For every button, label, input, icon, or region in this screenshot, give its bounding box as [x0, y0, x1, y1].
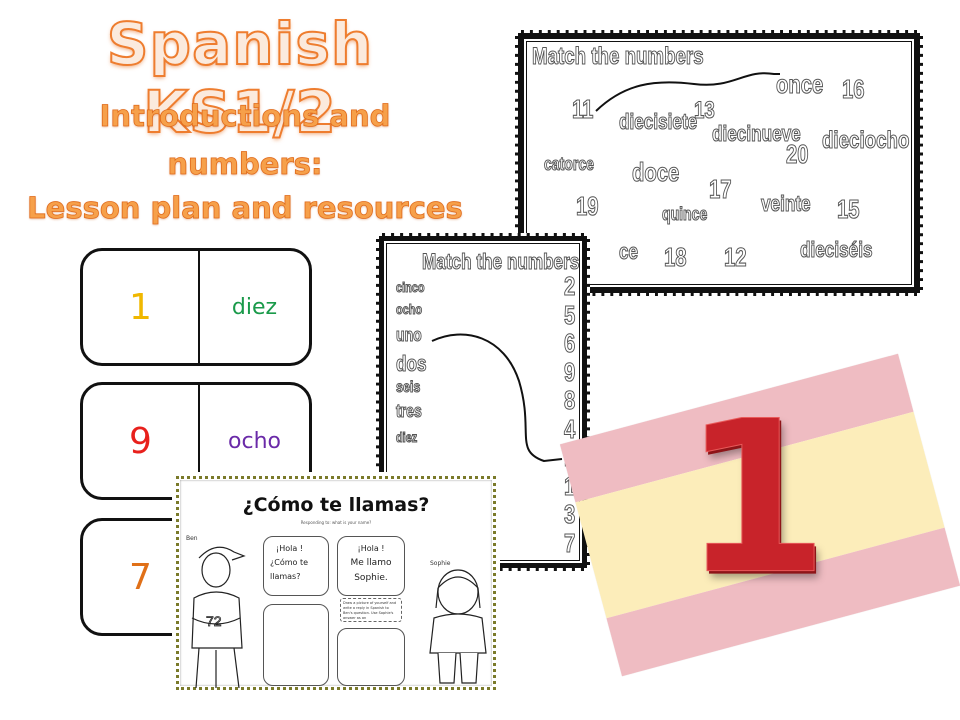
bubble-line: ¡Hola ! — [276, 544, 303, 553]
number-item: 9 — [564, 356, 576, 387]
como-te-llamas-worksheet: ¿Cómo te llamas? Responding to: what is … — [172, 472, 500, 694]
worksheet-title: ¿Cómo te llamas? — [242, 494, 430, 516]
number-item: 8 — [564, 384, 576, 415]
instruction-box: Draw a picture of yourself and write a r… — [340, 598, 402, 622]
match-item: diecisiete — [619, 108, 698, 134]
number-item: 3 — [564, 498, 576, 529]
number-item: 6 — [564, 327, 576, 358]
domino-divider — [198, 251, 200, 363]
number-item: 2 — [564, 270, 576, 301]
match-line — [595, 72, 780, 112]
bubble-line: ¡Hola ! — [357, 544, 385, 553]
domino-number: 7 — [129, 556, 152, 598]
match-item: ce — [619, 238, 639, 264]
number-item: 4 — [564, 413, 576, 444]
number-item: 7 — [564, 527, 576, 558]
zigzag-border — [515, 30, 923, 296]
speech-bubble-answer: ¡Hola ! Me llamo Sophie. — [337, 536, 405, 596]
match-item: 20 — [786, 138, 809, 169]
reply-box — [337, 628, 405, 686]
match-line — [431, 333, 563, 463]
speech-bubble-question: ¡Hola ! ¿Cómo te llamas? — [263, 536, 329, 596]
match-item: veinte — [761, 190, 811, 216]
boy-illustration-icon: 72 — [191, 546, 246, 688]
bubble-line: Me llamo — [350, 558, 392, 568]
domino-word: diez — [231, 294, 278, 320]
domino-word: ocho — [228, 428, 281, 454]
number-one-graphic: 1 — [682, 375, 829, 621]
girl-illustration-icon — [429, 569, 487, 684]
match-item: doce — [632, 156, 680, 187]
worksheet-heading: Match the numbers — [532, 42, 704, 70]
match-item: quince — [662, 203, 708, 224]
title-line-3: Lesson plan and resources — [27, 191, 463, 226]
bubble-line: llamas? — [270, 572, 301, 581]
svg-text:72: 72 — [206, 613, 222, 629]
title-main: Spanish KS1/2 — [106, 9, 374, 147]
domino-card: 1 diez — [80, 248, 312, 366]
ben-label: Ben — [186, 535, 198, 542]
spanish-flag: 1 — [559, 353, 960, 677]
match-item: 16 — [842, 73, 865, 104]
match-item: 11 — [572, 93, 594, 124]
spanish-word: dos — [396, 350, 427, 376]
bubble-line: Sophie. — [354, 573, 388, 583]
match-item: catorce — [544, 153, 595, 174]
domino-number: 1 — [129, 286, 152, 328]
domino-number: 9 — [129, 420, 152, 462]
spanish-word: cinco — [396, 278, 425, 295]
spanish-word: tres — [396, 400, 423, 421]
worksheet-subtitle: Responding to: what is your name? — [300, 520, 372, 525]
worksheet-heading: Match the numbers — [422, 248, 580, 274]
spanish-word: ocho — [396, 300, 423, 317]
match-item: 18 — [664, 241, 687, 272]
title-line-2: numbers: — [167, 147, 323, 182]
match-item: diecinueve — [712, 120, 802, 146]
domino-divider — [198, 385, 200, 497]
bubble-line: ¿Cómo te — [270, 558, 309, 567]
number-item: 5 — [564, 299, 576, 330]
match-item: dieciséis — [800, 236, 873, 262]
match-item: 17 — [709, 173, 732, 204]
match-item: once — [776, 68, 824, 99]
sophie-label: Sophie — [430, 560, 451, 567]
spanish-word: diez — [396, 428, 418, 445]
match-item: dieciocho — [822, 126, 910, 154]
match-item: 12 — [724, 241, 747, 272]
title-line-1: Introductions and — [99, 99, 391, 134]
spanish-word: uno — [396, 324, 423, 345]
match-item: 19 — [576, 190, 599, 221]
match-item: 13 — [694, 96, 716, 124]
match-item: 15 — [837, 193, 860, 224]
drawing-box — [263, 604, 329, 686]
spanish-word: seis — [396, 378, 421, 396]
